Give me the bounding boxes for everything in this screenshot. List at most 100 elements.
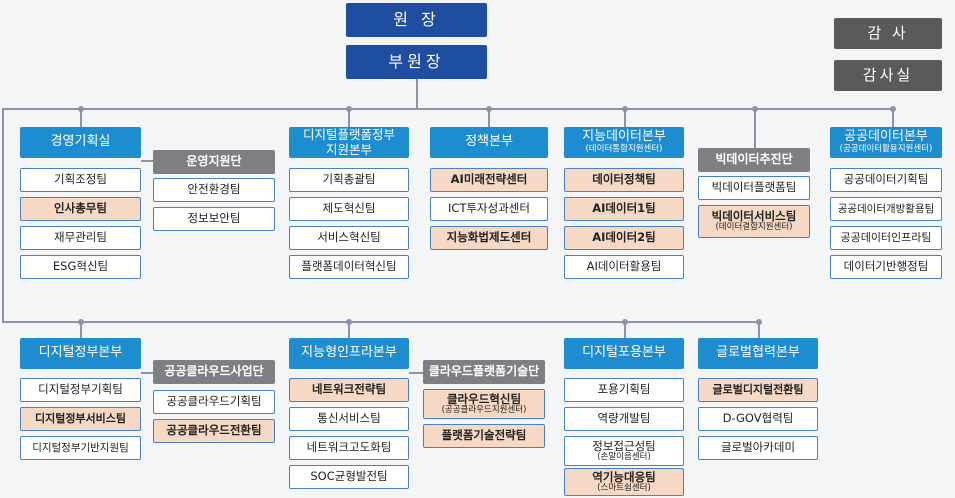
team-label: AI미래전략센터: [450, 172, 528, 187]
hq-label: 지능형인프라본부: [301, 345, 397, 361]
connector-drop-gl: [758, 321, 760, 339]
director-box: 원 장: [346, 3, 487, 37]
team-box: 인사총무팀: [20, 197, 141, 221]
team-box: 네트워크고도화팀: [289, 436, 409, 460]
deputy-director-box: 부원장: [346, 45, 487, 79]
connector-dot: [346, 319, 352, 325]
connector-left-vertical: [2, 108, 4, 322]
hq-policy: 정책본부: [430, 127, 548, 158]
team-box: 네트워크전략팀: [289, 378, 409, 402]
team-box: 디지털정부기획팀: [20, 378, 141, 402]
connector-dot: [752, 106, 758, 112]
auditor-label: 감 사: [867, 23, 909, 42]
hq-intelligent-infra: 지능형인프라본부: [289, 338, 409, 369]
team-box: 재무관리팀: [20, 226, 141, 250]
team-box: AI데이터1팀: [564, 197, 684, 221]
team-box: AI데이터2팀: [564, 226, 684, 250]
team-box: 디지털정부서비스팀: [20, 407, 141, 431]
team-box: 공공클라우드기획팀: [153, 390, 275, 414]
hq-unyeong: 운영지원단: [153, 150, 275, 174]
hq-label: 공공데이터본부: [844, 129, 928, 145]
hq-cloud-platform-tech: 클라우드플랫폼기술단: [423, 360, 545, 384]
team-label: 역기능대응팀: [592, 469, 656, 484]
team-box: ESG혁신팀: [20, 255, 141, 279]
team-label: 네트워크고도화팀: [306, 440, 392, 455]
connector-drop-dp: [348, 108, 350, 128]
team-box: 포용기획팀: [564, 378, 684, 402]
hq-gyeongyeong: 경영기획실: [20, 127, 141, 158]
team-label: 공공클라우드기획팀: [166, 394, 262, 409]
team-box: 정보보안팀: [153, 207, 275, 231]
team-box: 공공데이터개방활용팀: [830, 197, 942, 221]
hq-label: 경영기획실: [50, 134, 111, 150]
connector-lower-horizontal: [2, 321, 760, 323]
connector-drop-bd: [754, 108, 756, 148]
connector-dot: [486, 106, 492, 112]
team-label: 인사총무팀: [54, 201, 107, 216]
hq-label: 공공클라우드사업단: [164, 364, 264, 379]
team-label: 기획총괄팀: [322, 172, 376, 187]
deputy-director-label: 부원장: [388, 51, 445, 71]
connector-dot: [346, 106, 352, 112]
team-label: 데이터정책팀: [592, 172, 656, 187]
team-label: 공공데이터기획팀: [843, 172, 929, 187]
connector-dg-pc: [141, 372, 153, 374]
team-label: 통신서비스팀: [317, 411, 381, 426]
connector-drop-gy: [80, 108, 82, 128]
team-label: 지능화법제도센터: [446, 230, 532, 245]
audit-office-box: 감사실: [834, 60, 942, 91]
team-label: ICT투자성과센터: [448, 201, 530, 216]
team-box: ICT투자성과센터: [430, 197, 548, 221]
team-box: 클라우드혁신팀 (공공클라우드지원센터): [423, 389, 545, 419]
team-label: 안전환경팀: [187, 182, 241, 197]
hq-label: 디지털정부본부: [38, 345, 123, 361]
team-label: 공공데이터개방활용팀: [837, 202, 935, 215]
hq-label: 운영지원단: [186, 154, 242, 169]
team-box: D-GOV협력팀: [698, 407, 818, 431]
hq-label: 디지털플랫폼정부: [302, 127, 395, 143]
hq-digital-inclusion: 디지털포용본부: [564, 338, 684, 369]
team-box: 디지털정부기반지원팀: [20, 436, 141, 460]
team-label: 클라우드혁신팀: [446, 391, 522, 406]
connector-ii-cp: [409, 372, 423, 374]
hq-public-cloud: 공공클라우드사업단: [153, 360, 275, 384]
team-box: 기획총괄팀: [289, 168, 409, 192]
hq-sublabel: (데이터통합지원센터): [585, 144, 663, 155]
connector-drop-dg: [80, 321, 82, 339]
hq-digital-platform: 디지털플랫폼정부 지원본부: [289, 127, 409, 158]
connector-top-vertical: [416, 77, 418, 109]
hq-label: 글로벌협력본부: [716, 345, 800, 361]
connector-dot: [78, 319, 84, 325]
team-label: 글로벌아카데미: [720, 440, 796, 455]
team-label: 제도혁신팀: [322, 201, 376, 216]
team-label: 디지털정부기획팀: [38, 382, 123, 397]
team-box: 글로벌디지털전환팀: [698, 378, 818, 402]
connector-dot: [622, 106, 628, 112]
team-label: AI데이터1팀: [592, 201, 656, 216]
team-label: 재무관리팀: [54, 230, 107, 245]
hq-bigdata: 빅데이터추진단: [698, 148, 810, 172]
hq-digital-gov: 디지털정부본부: [20, 338, 141, 369]
team-box: 통신서비스팀: [289, 407, 409, 431]
team-box: 정보접근성팀 (손말이음센터): [564, 436, 684, 466]
team-label: AI데이터2팀: [592, 230, 656, 245]
team-label: 빅데이터서비스팀: [711, 209, 797, 223]
connector-drop-di: [624, 321, 626, 339]
auditor-box: 감 사: [834, 18, 942, 49]
hq-label: 클라우드플랫폼기술단: [428, 364, 540, 379]
connector-drop-pd: [892, 108, 894, 128]
audit-office-label: 감사실: [862, 65, 914, 84]
team-label: ESG혁신팀: [52, 259, 109, 274]
connector-gy-un: [141, 160, 153, 162]
team-box: 공공데이터인프라팀: [830, 226, 942, 250]
team-sublabel: (공공클라우드지원센터): [441, 404, 527, 415]
team-box: 서비스혁신팀: [289, 226, 409, 250]
team-box: 안전환경팀: [153, 178, 275, 202]
team-box: 글로벌아카데미: [698, 436, 818, 460]
team-label: 기획조정팀: [54, 172, 107, 187]
team-box: 역기능대응팀 (스마트쉼센터): [564, 468, 684, 496]
team-label: SOC균형발전팀: [310, 469, 388, 484]
team-label: 디지털정부서비스팀: [34, 411, 127, 425]
team-label: AI데이터활용팀: [586, 259, 662, 274]
team-box: 제도혁신팀: [289, 197, 409, 221]
